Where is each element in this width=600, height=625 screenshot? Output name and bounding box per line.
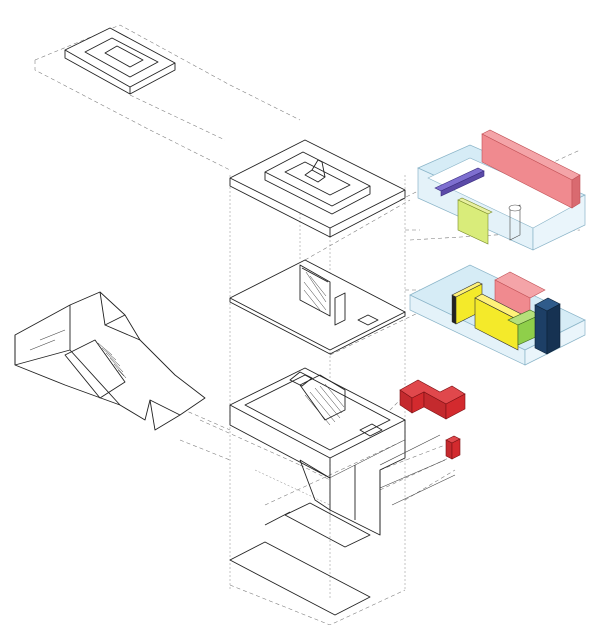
- red-element: [399, 379, 466, 420]
- lower-furniture-module: [409, 264, 586, 366]
- basement-footprint: [229, 502, 371, 616]
- tower-roof: [229, 139, 406, 238]
- site-landscape: [14, 291, 206, 431]
- roof-slab-top: [64, 27, 176, 95]
- red-small-block: [445, 435, 461, 460]
- upper-furniture-module: [417, 129, 586, 251]
- ground-floor-slab: [229, 367, 406, 536]
- middle-floor-slab: [229, 259, 406, 355]
- connection-lines: [379, 434, 456, 506]
